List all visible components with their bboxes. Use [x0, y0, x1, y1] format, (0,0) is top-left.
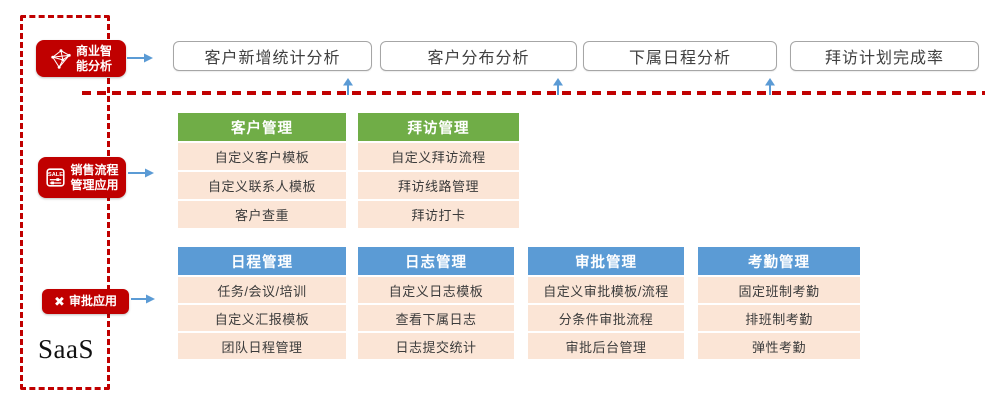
- log-management-column: 日志管理 自定义日志模板 查看下属日志 日志提交统计: [358, 247, 514, 359]
- column-item: 任务/会议/培训: [178, 277, 346, 303]
- analysis-box: 客户分布分析: [380, 41, 577, 71]
- bi-label-line1: 商业智: [75, 43, 112, 58]
- saas-dashed-boundary: [20, 15, 110, 390]
- sales-label-line2: 管理应用: [70, 177, 119, 192]
- svg-text:SALE: SALE: [48, 172, 63, 178]
- visit-management-column: 拜访管理 自定义拜访流程 拜访线路管理 拜访打卡: [358, 113, 519, 228]
- customer-management-column: 客户管理 自定义客户模板 自定义联系人模板 客户查重: [178, 113, 346, 228]
- cross-icon: ✖: [54, 294, 65, 309]
- up-arrow-icon: [343, 78, 353, 95]
- network-graph-icon: [50, 48, 72, 70]
- column-item: 固定班制考勤: [698, 277, 860, 303]
- column-item: 自定义审批模板/流程: [528, 277, 684, 303]
- bi-analysis-label: 商业智 能分析: [36, 40, 126, 77]
- sales-process-label: SALE 销售流程 管理应用: [38, 157, 126, 198]
- column-item: 自定义联系人模板: [178, 172, 346, 199]
- column-item: 分条件审批流程: [528, 305, 684, 331]
- approval-management-column: 审批管理 自定义审批模板/流程 分条件审批流程 审批后台管理: [528, 247, 684, 359]
- column-item: 自定义汇报模板: [178, 305, 346, 331]
- column-header: 日程管理: [178, 247, 346, 275]
- column-item: 自定义拜访流程: [358, 143, 519, 170]
- right-arrow-icon: [131, 294, 155, 304]
- saas-label: SaaS: [38, 334, 94, 364]
- analysis-box: 下属日程分析: [583, 41, 777, 71]
- column-item: 自定义日志模板: [358, 277, 514, 303]
- right-arrow-icon: [127, 53, 153, 63]
- approval-label-line1: 审批应用: [68, 294, 117, 308]
- column-item: 拜访线路管理: [358, 172, 519, 199]
- column-header: 日志管理: [358, 247, 514, 275]
- column-item: 客户查重: [178, 201, 346, 228]
- sales-label-line1: 销售流程: [70, 162, 119, 177]
- column-item: 团队日程管理: [178, 333, 346, 359]
- column-item: 审批后台管理: [528, 333, 684, 359]
- approval-app-label: ✖ 审批应用: [42, 289, 129, 314]
- column-item: 弹性考勤: [698, 333, 860, 359]
- analysis-box: 客户新增统计分析: [173, 41, 372, 71]
- schedule-management-column: 日程管理 任务/会议/培训 自定义汇报模板 团队日程管理: [178, 247, 346, 359]
- column-header: 考勤管理: [698, 247, 860, 275]
- bi-label-line2: 能分析: [75, 58, 112, 73]
- up-arrow-icon: [553, 78, 563, 95]
- attendance-management-column: 考勤管理 固定班制考勤 排班制考勤 弹性考勤: [698, 247, 860, 359]
- up-arrow-icon: [765, 78, 775, 95]
- column-item: 查看下属日志: [358, 305, 514, 331]
- column-item: 排班制考勤: [698, 305, 860, 331]
- column-item: 日志提交统计: [358, 333, 514, 359]
- column-header: 客户管理: [178, 113, 346, 141]
- dashed-divider-line: [82, 91, 985, 95]
- analysis-box: 拜访计划完成率: [790, 41, 979, 71]
- column-item: 拜访打卡: [358, 201, 519, 228]
- column-header: 审批管理: [528, 247, 684, 275]
- column-header: 拜访管理: [358, 113, 519, 141]
- sale-sliders-icon: SALE: [45, 167, 66, 188]
- column-item: 自定义客户模板: [178, 143, 346, 170]
- right-arrow-icon: [128, 168, 154, 178]
